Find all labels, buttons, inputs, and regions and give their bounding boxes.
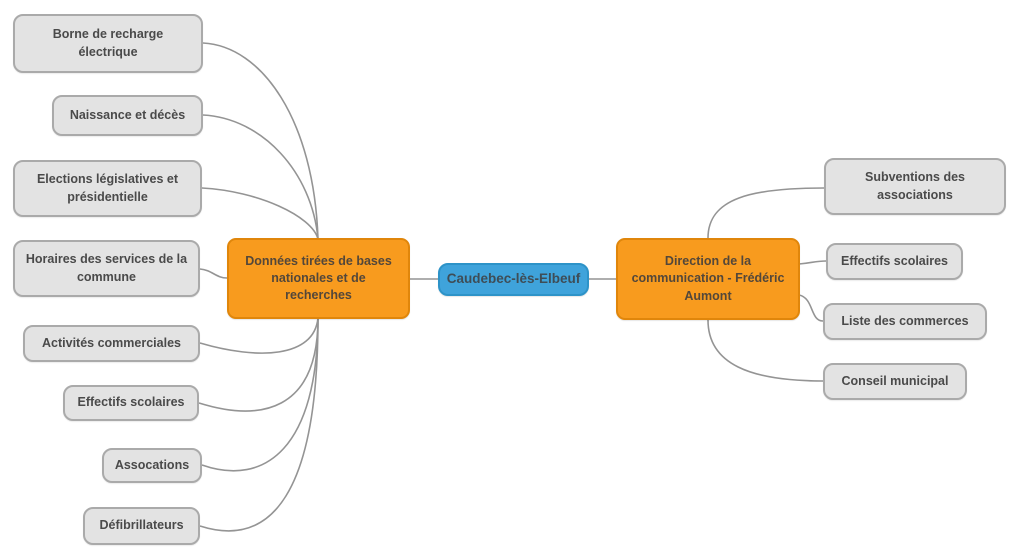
connector-effectifs-left [198, 317, 319, 412]
node-naissance-et-deces[interactable]: Naissance et décès [52, 95, 203, 136]
node-branch-donnees-bases-nationales[interactable]: Données tirées de bases nationales et de… [227, 238, 410, 319]
connector-defibrillateurs [199, 317, 319, 532]
connector-activites [199, 317, 319, 354]
connector-borne [202, 42, 319, 240]
node-horaires-services-commune[interactable]: Horaires des services de la commune [13, 240, 200, 297]
node-effectifs-scolaires-right[interactable]: Effectifs scolaires [826, 243, 963, 280]
connector-naissance [202, 114, 319, 240]
connector-effectifs-right [798, 260, 827, 265]
node-borne-de-recharge-electrique[interactable]: Borne de recharge électrique [13, 14, 203, 73]
node-root-caudebec-les-elbeuf[interactable]: Caudebec-lès-Elbeuf [438, 263, 589, 296]
connector-subventions [707, 187, 825, 239]
connector-conseil [707, 319, 824, 382]
node-assocations[interactable]: Assocations [102, 448, 202, 483]
node-elections-legislatives-presidentielle[interactable]: Elections législatives et présidentielle [13, 160, 202, 217]
node-subventions-associations[interactable]: Subventions des associations [824, 158, 1006, 215]
connector-assocations [201, 317, 319, 472]
connector-elections [201, 187, 319, 240]
connector-horaires [199, 268, 228, 279]
node-effectifs-scolaires-left[interactable]: Effectifs scolaires [63, 385, 199, 421]
node-branch-direction-communication[interactable]: Direction de la communication - Frédéric… [616, 238, 800, 320]
node-activites-commerciales[interactable]: Activités commerciales [23, 325, 200, 362]
node-conseil-municipal[interactable]: Conseil municipal [823, 363, 967, 400]
node-liste-des-commerces[interactable]: Liste des commerces [823, 303, 987, 340]
node-defibrillateurs[interactable]: Défibrillateurs [83, 507, 200, 545]
connector-liste-commerces [798, 294, 824, 322]
